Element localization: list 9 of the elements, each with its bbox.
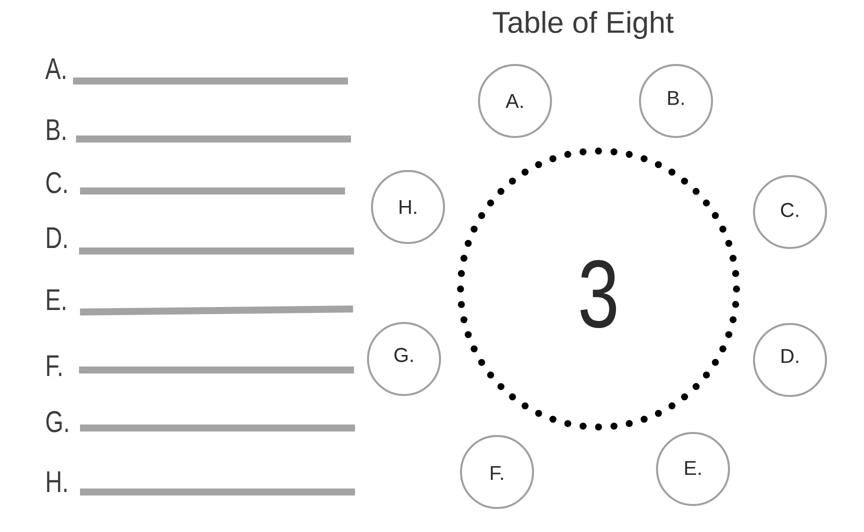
letter-label: H.: [47, 471, 66, 492]
title: Table of Eight: [492, 11, 674, 39]
letter-label: B.: [47, 119, 66, 140]
letter-label: D.: [47, 227, 66, 248]
letter-label: A.: [45, 58, 66, 79]
letter-label: G.: [46, 411, 68, 432]
letter-label: C.: [46, 172, 66, 194]
letter-label: F.: [47, 355, 62, 376]
letter-label: E.: [47, 289, 66, 310]
